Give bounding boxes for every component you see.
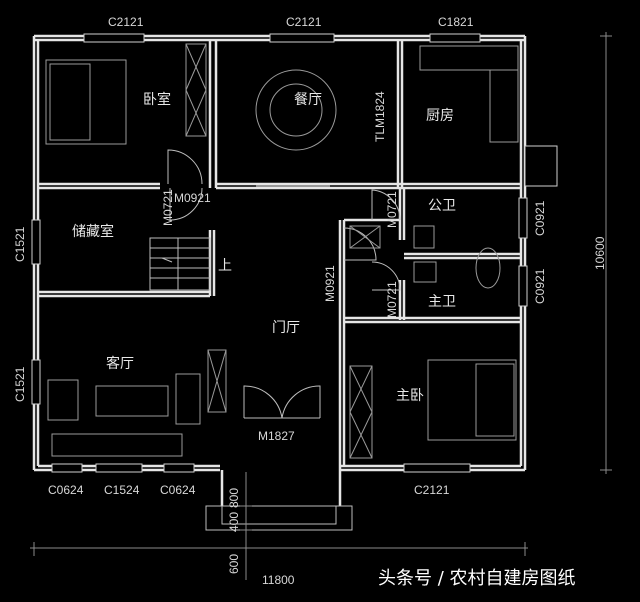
label-foyer: 门厅 [272,320,300,336]
porch [205,470,353,531]
code-door-bedroom: M0921 [174,191,211,205]
label-stairs-up: 上 [218,258,232,274]
code-window-bottom-master: C2121 [414,483,450,497]
code-window-bottom-2: C1524 [104,483,140,497]
code-door-master-bed: M0921 [323,265,337,302]
label-master-bath: 主卫 [428,294,456,310]
dim-porch-depth: 800 [227,488,241,508]
label-bedroom: 卧室 [143,91,171,108]
code-window-top-left: C2121 [108,15,144,29]
code-door-master-bath: M0721 [385,281,399,318]
window-bottom-1 [51,463,83,473]
label-public-bath: 公卫 [428,198,456,214]
stairs [149,237,211,291]
dim-step: 600 [227,554,241,574]
watermark: 头条号 / 农村自建房图纸 [378,568,576,589]
window-bottom-master [403,463,471,473]
window-kitchen-side [524,145,558,187]
closets [185,43,381,459]
window-bottom-2 [95,463,143,473]
interior-walls [38,40,521,470]
label-master-bedroom: 主卧 [396,388,424,404]
window-left-storage [31,219,41,265]
windows [31,33,558,473]
label-living: 客厅 [106,355,134,372]
window-right-pub-bath [518,197,528,239]
window-left-living [31,359,41,405]
code-door-storage: M0721 [161,189,175,226]
window-top-mid [269,33,335,43]
window-right-master-bath [518,265,528,307]
code-window-top-mid: C2121 [286,15,322,29]
code-door-entrance: M1827 [258,429,295,443]
code-window-bottom-3: C0624 [160,483,196,497]
code-window-bottom-1: C0624 [48,483,84,497]
label-storage: 储藏室 [72,223,114,240]
window-bottom-3 [163,463,195,473]
label-kitchen: 厨房 [426,108,454,124]
window-top-left [83,33,145,43]
dimension-lines [30,32,612,580]
dim-total-depth: 10600 [593,236,607,270]
label-dining: 餐厅 [294,92,322,108]
window-top-right [429,33,481,43]
dim-porch-step: 400 [227,512,241,532]
code-window-left-living: C1521 [13,366,27,402]
code-window-left-storage: C1521 [13,226,27,262]
code-window-right-master-bath: C0921 [533,268,547,304]
code-door-dining: TLM1824 [373,91,387,142]
furniture [45,45,519,457]
code-window-top-right: C1821 [438,15,474,29]
dim-total-width: 11800 [262,573,295,587]
code-door-public-bath: M0721 [385,191,399,228]
code-window-right-pub-bath: C0921 [533,200,547,236]
